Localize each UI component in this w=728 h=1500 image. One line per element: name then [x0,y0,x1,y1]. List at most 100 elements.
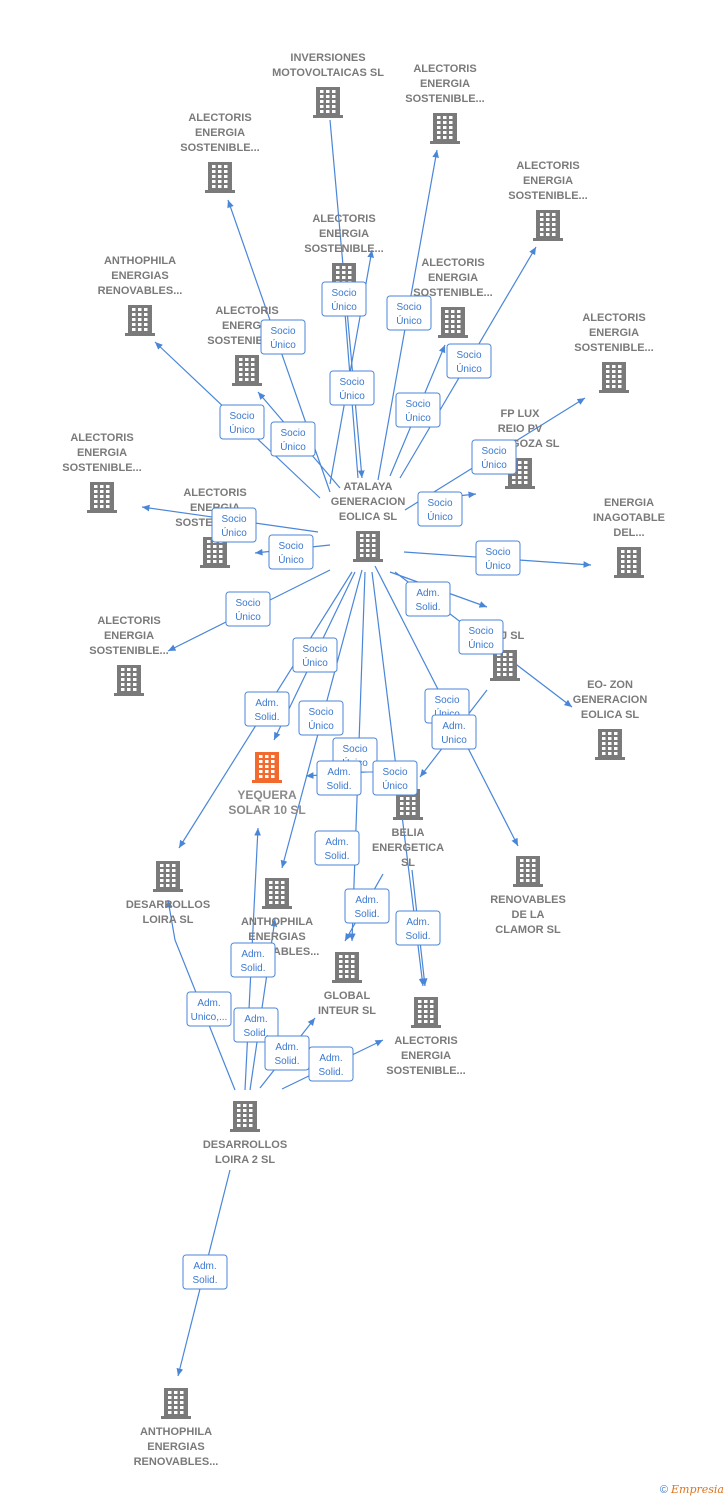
node-label: ENERGIAS [147,1441,204,1453]
relation-label-text: Socio [405,399,430,410]
relation-label-box[interactable]: Adm.Solid. [344,888,390,924]
node-label: ENERGIA [319,228,369,240]
relation-label-text: Solid. [326,781,351,792]
edge-26 [165,899,236,1091]
relation-label-box[interactable]: Adm.Solid. [233,1007,279,1043]
relation-label-text: Único [405,411,431,424]
relation-label-text: Socio [382,767,407,778]
building-icon [232,355,262,386]
relation-label-text: Adm. [325,837,348,848]
node-label: DEL... [613,527,644,539]
relation-label-box[interactable]: Adm.Solid. [264,1035,310,1071]
relation-label-text: Socio [280,428,305,439]
node-anthophila_3[interactable]: ANTHOPHILAENERGIASRENOVABLES... [134,1388,219,1468]
relation-label-box[interactable]: Adm.Solid. [230,942,276,978]
relation-label-text: Único [278,553,304,566]
relation-label-box[interactable]: Adm.Unico [431,714,477,750]
relation-label-text: Adm. [241,949,264,960]
node-label: SOSTENIBLE... [413,287,492,299]
relation-label-text: Único [382,779,408,792]
node-label: ENERGIAS [111,270,168,282]
node-label: ANTHOPHILA [241,916,313,928]
node-alect_top_l[interactable]: ALECTORISENERGIASOSTENIBLE... [180,112,260,193]
relation-label-text: Socio [434,695,459,706]
relation-label-text: Único [468,638,494,651]
node-label: ALECTORIS [215,305,278,317]
relation-label-text: Socio [339,377,364,388]
relation-label-text: Socio [229,411,254,422]
copyright-symbol: © [659,1484,668,1496]
relation-label-box[interactable]: Adm.Solid. [308,1046,354,1082]
relation-label-text: Único [280,440,306,453]
relation-label-text: Socio [221,514,246,525]
node-label: SOSTENIBLE... [405,93,484,105]
relation-label-text: Solid. [318,1067,343,1078]
node-label: ALECTORIS [70,432,133,444]
building-icon [114,665,144,696]
relation-label-box[interactable]: Adm. Solid. [316,760,362,796]
relation-label-text: Adm. [355,895,378,906]
node-alect_right1[interactable]: ALECTORISENERGIASOSTENIBLE... [508,160,588,241]
relation-label-box[interactable]: Adm.Solid. [244,691,290,727]
node-alect_bottom[interactable]: ALECTORISENERGIASOSTENIBLE... [386,997,466,1077]
relation-label-text: Único [485,559,511,572]
relation-label-box[interactable]: Adm.Unico,... [186,991,232,1027]
relation-label-box[interactable]: Adm.Solid. [395,910,441,946]
node-label: SOLAR 10 SL [228,803,305,817]
relation-label-text: Único [229,423,255,436]
node-alect_low[interactable]: ALECTORISENERGIASOSTENIBLE... [89,615,169,696]
node-label: YEQUERA [237,788,297,802]
node-label: SOSTENIBLE... [574,342,653,354]
node-label: GENERACION [331,496,406,508]
relation-label-text: Socio [270,326,295,337]
node-alect_left[interactable]: ALECTORISENERGIASOSTENIBLE... [62,432,142,513]
node-anthophila_1[interactable]: ANTHOPHILAENERGIASRENOVABLES... [98,255,183,336]
node-energia_inag[interactable]: ENERGIAINAGOTABLEDEL... [593,497,665,578]
node-alect_right2[interactable]: ALECTORISENERGIASOSTENIBLE... [574,312,654,393]
relation-label-box[interactable]: Adm.Solid. [405,581,451,617]
node-label: CLAMOR SL [495,924,561,936]
relation-label-box[interactable]: Adm.Solid. [182,1254,228,1290]
relation-label-text: Adm. [416,588,439,599]
relation-label-text: Adm. [327,767,350,778]
building-icon [614,547,644,578]
node-label: ENERGIA [428,272,478,284]
node-alect_top_r[interactable]: ALECTORISENERGIASOSTENIBLE... [405,63,485,144]
node-label: INAGOTABLE [593,512,665,524]
node-label: ENERGIA [77,447,127,459]
node-label: GENERACION [573,694,648,706]
node-alect_mid2[interactable]: ALECTORISENERGIASOSTENIBLE... [207,305,287,386]
building-icon [599,362,629,393]
node-alect_inner[interactable]: ALECTORISENERGIASOSTENIBLE... [413,257,493,338]
node-alect_mid[interactable]: ALECTORISENERGIASOSTENIBLE... [304,213,384,294]
relation-label-box[interactable]: Adm.Solid. [314,830,360,866]
node-label: GLOBAL [324,990,371,1002]
